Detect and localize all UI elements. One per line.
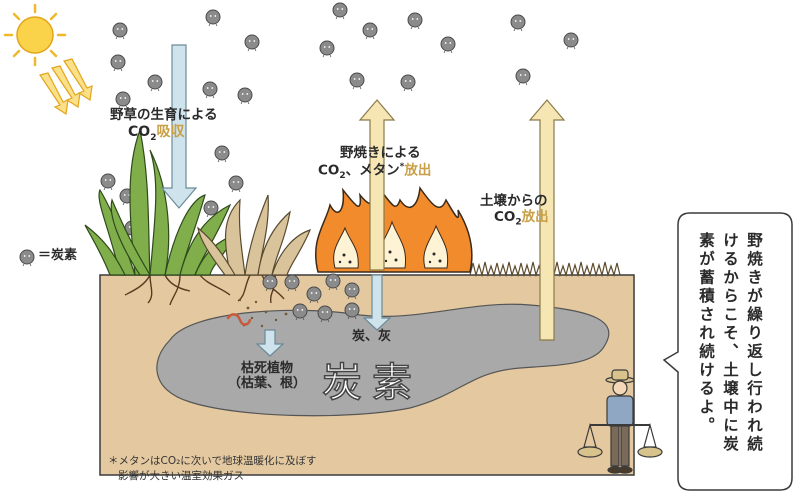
farmer-icon — [577, 369, 663, 474]
carbon-title: 炭素 — [321, 359, 422, 407]
emission-arrows — [358, 99, 566, 341]
soil-emission-label: 土壌からの CO2放出 — [480, 193, 549, 228]
burning-emission-label: 野焼きによる CO2、メタン*放出 — [318, 145, 432, 181]
earthworm — [226, 313, 252, 326]
absorption-arrow — [160, 44, 198, 209]
speech-bubble-text: 野焼きが繰り返し行われ続けるからこそ、土壌中に炭素が蓄積され続けるよ。 — [697, 232, 764, 454]
sun-icon — [3, 3, 67, 67]
footnote: ＊メタンはCO₂に次いで地球温暖化に及ぼす 影響が大きい温室効果ガス — [108, 455, 317, 483]
charcoal-ash-label: 炭、灰 — [352, 329, 392, 344]
speech-bubble — [662, 212, 793, 491]
legend-carbon-icon — [19, 249, 35, 267]
fire-icon — [314, 182, 473, 273]
dry-grass — [197, 194, 312, 276]
dead-plants-label: 枯死植物 （枯葉、根） — [228, 361, 307, 391]
legend-label: ＝炭素 — [38, 248, 78, 263]
sunlight-arrows-icon — [39, 58, 93, 116]
grass-icon — [84, 127, 237, 276]
deposition-arrows — [255, 274, 392, 357]
grass-absorption-label: 野草の生育による CO2吸収 — [110, 107, 218, 143]
